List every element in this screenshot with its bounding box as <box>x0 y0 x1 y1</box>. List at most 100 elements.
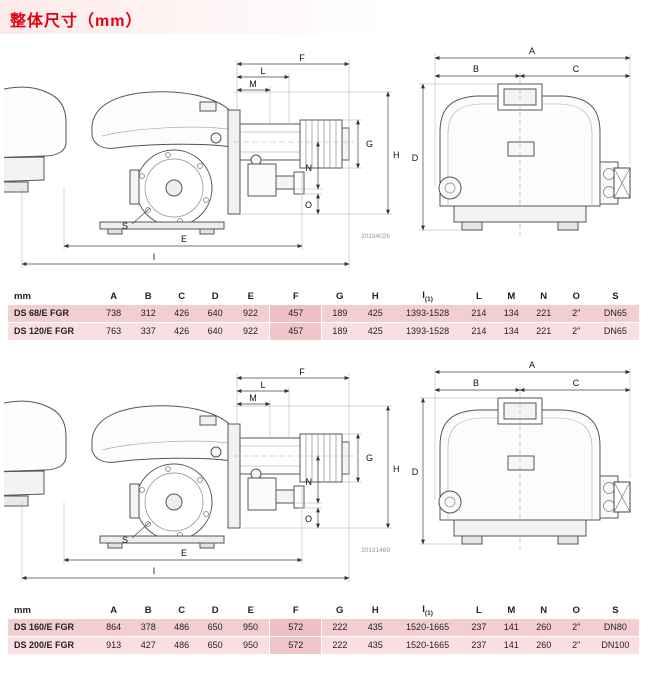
cell-m: 141 <box>495 618 527 637</box>
cell-c: 426 <box>164 304 199 323</box>
cell-f: 572 <box>269 635 323 654</box>
table-row-ds160: DS 160/E FGR 864 378 486 650 950 572 222… <box>8 618 639 637</box>
col-header-n: N <box>526 601 561 619</box>
col-header-mm: mm <box>8 601 96 619</box>
dimension-labels: F L M G N O H S E I <box>122 367 400 576</box>
cell-f: 457 <box>269 304 323 323</box>
cell-l: 214 <box>462 304 496 323</box>
cell-d: 640 <box>198 304 232 323</box>
cell-o: 2" <box>560 618 592 637</box>
model-name: DS 120/E FGR <box>8 321 96 340</box>
blast-tube-and-head <box>227 423 354 529</box>
cell-a: 763 <box>95 321 132 340</box>
col-header-e: E <box>231 288 270 305</box>
dim-label-c: C <box>573 378 580 388</box>
dim-label-m: M <box>249 79 257 89</box>
col-header-i: I(1) <box>393 601 463 619</box>
burner-front-view-drawing-1: A B C D <box>412 46 631 236</box>
cell-g: 222 <box>321 635 358 654</box>
cell-f: 457 <box>269 321 323 340</box>
section-ds160-ds200: F L M G N O H S E I 20131469 <box>0 350 647 654</box>
model-name: DS 68/E FGR <box>8 304 96 323</box>
cell-h: 425 <box>357 321 394 340</box>
cell-c: 486 <box>164 635 199 654</box>
cell-c: 426 <box>164 321 199 340</box>
dim-label-l: L <box>260 380 265 390</box>
burner-body-front <box>439 393 601 550</box>
cell-l: 237 <box>462 618 496 637</box>
base-and-feet <box>453 519 587 545</box>
cell-s: DN80 <box>591 618 639 637</box>
dim-label-n: N <box>306 477 313 487</box>
drawings-row-1: F L M G N O H S E I 20134026 <box>0 36 647 286</box>
col-header-m: M <box>495 601 527 619</box>
dim-label-g: G <box>366 453 373 463</box>
dim-label-g: G <box>366 139 373 149</box>
burner-side-view-drawing-1: F L M G N O H S E I 20134026 <box>4 53 400 268</box>
col-header-i-footnote: (1) <box>424 295 433 303</box>
dim-label-f: F <box>299 53 305 63</box>
col-header-e: E <box>231 601 270 619</box>
dimension-labels: A B C D <box>412 46 580 163</box>
cell-n: 260 <box>526 635 561 654</box>
cell-h: 435 <box>357 618 394 637</box>
col-header-o: O <box>560 601 592 619</box>
cell-g: 189 <box>321 321 358 340</box>
table-row-ds200: DS 200/E FGR 913 427 486 650 950 572 222… <box>8 635 639 654</box>
cell-a: 864 <box>95 618 132 637</box>
dim-label-d: D <box>412 467 419 477</box>
page-title: 整体尺寸（mm） <box>10 13 143 30</box>
col-header-h: H <box>357 601 394 619</box>
col-header-s: S <box>591 288 639 305</box>
base-rails <box>99 535 225 549</box>
adjacent-burner-silhouette <box>4 86 67 193</box>
burner-hood <box>91 405 238 463</box>
cell-e: 922 <box>231 304 270 323</box>
dim-label-n: N <box>306 163 313 173</box>
dim-label-a: A <box>529 46 535 56</box>
dim-label-a: A <box>529 360 535 370</box>
hinged-flange <box>129 463 213 541</box>
dimension-labels: A B C D <box>412 360 580 477</box>
section-ds68-ds120: F L M G N O H S E I 20134026 <box>0 36 647 340</box>
dim-label-i: I <box>153 566 156 576</box>
col-header-o: O <box>560 288 592 305</box>
col-header-f: F <box>269 288 322 305</box>
col-header-d: D <box>198 288 232 305</box>
dim-label-b: B <box>473 378 479 388</box>
base-and-feet <box>453 205 587 231</box>
dimension-labels: F L M G N O H S E I <box>122 53 400 262</box>
dim-label-s: S <box>122 535 128 545</box>
col-header-d: D <box>198 601 232 619</box>
base-rails <box>99 221 225 235</box>
col-header-f: F <box>269 601 322 619</box>
table-row-ds68: DS 68/E FGR 738 312 426 640 922 457 189 … <box>8 304 639 323</box>
dim-label-h: H <box>393 464 400 474</box>
cell-m: 134 <box>495 304 527 323</box>
dim-label-o: O <box>305 514 312 524</box>
model-name: DS 200/E FGR <box>8 635 96 654</box>
cell-c: 486 <box>164 618 199 637</box>
dimension-lines <box>21 373 392 582</box>
cell-b: 427 <box>131 635 165 654</box>
cell-a: 913 <box>95 635 132 654</box>
dimension-lines <box>21 60 392 268</box>
cell-e: 922 <box>231 321 270 340</box>
cell-o: 2" <box>560 321 592 340</box>
col-header-b: B <box>131 601 165 619</box>
dim-label-e: E <box>181 548 187 558</box>
cell-h: 435 <box>357 635 394 654</box>
cell-h: 425 <box>357 304 394 323</box>
cell-b: 337 <box>131 321 165 340</box>
col-header-i-letter: I <box>422 603 425 615</box>
dimension-lines <box>419 54 631 231</box>
cell-i: 1520-1665 <box>393 618 463 637</box>
col-header-n: N <box>526 288 561 305</box>
col-header-i-letter: I <box>422 290 425 301</box>
model-name: DS 160/E FGR <box>8 618 96 637</box>
col-header-l: L <box>462 601 496 619</box>
cell-o: 2" <box>560 304 592 323</box>
dim-label-b: B <box>473 64 479 74</box>
cell-l: 214 <box>462 321 496 340</box>
drawing-number-1: 20134026 <box>361 233 390 240</box>
